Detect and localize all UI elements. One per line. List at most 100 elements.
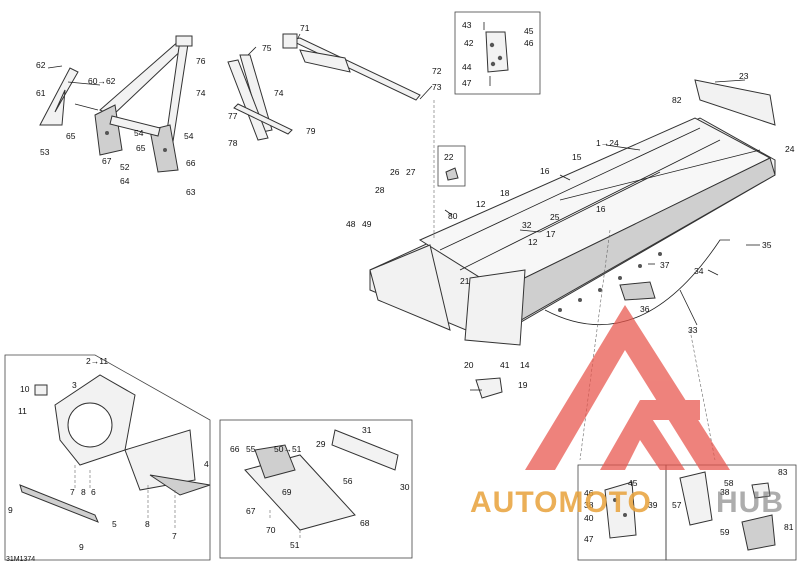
callout-12b: 12 <box>528 237 538 247</box>
upper-front-frame <box>39 35 193 173</box>
callout-63: 63 <box>186 187 196 197</box>
callout-7b: 7 <box>172 531 177 541</box>
callout-83: 83 <box>778 467 788 477</box>
callout-58: 58 <box>724 478 734 488</box>
callout-41: 41 <box>500 360 510 370</box>
callout-53: 53 <box>40 147 50 157</box>
logo-outer-triangle <box>525 305 730 470</box>
callout-69: 69 <box>282 487 292 497</box>
callout-22: 22 <box>444 152 454 162</box>
mount-a-detail <box>604 481 637 539</box>
watermark-brand-main: AUTOMOTO <box>470 486 652 519</box>
callout-31: 31 <box>362 425 372 435</box>
callout-59: 59 <box>720 527 730 537</box>
callout-24: 24 <box>785 144 795 154</box>
bracket-detail <box>483 22 509 86</box>
callout-29: 29 <box>316 439 326 449</box>
callout-60-62: 60→62 <box>88 76 116 86</box>
callout-77: 77 <box>228 111 238 121</box>
callout-27: 27 <box>406 167 416 177</box>
callout-70: 70 <box>266 525 276 535</box>
callout-17: 17 <box>546 229 556 239</box>
callout-45b: 45 <box>628 478 638 488</box>
callout-12: 12 <box>476 199 486 209</box>
inset-bracket-box <box>454 11 541 95</box>
callout-43: 43 <box>462 20 472 30</box>
callout-21: 21 <box>460 276 470 286</box>
callout-5: 5 <box>112 519 117 529</box>
callout-47b: 47 <box>584 534 594 544</box>
logo-bar <box>640 400 700 420</box>
callout-82: 82 <box>672 95 682 105</box>
callout-6: 6 <box>91 487 96 497</box>
callout-11: 11 <box>18 406 27 416</box>
callout-1-24: 1→24 <box>596 138 619 148</box>
leader-lines <box>47 33 760 461</box>
callout-32: 32 <box>522 220 532 230</box>
callout-40: 40 <box>584 513 594 523</box>
callout-50-51: 50→51 <box>274 444 302 454</box>
front-frame-detail <box>19 374 211 530</box>
mount-b-detail <box>679 471 776 551</box>
main-chassis <box>369 79 776 399</box>
inset-mount-b-box <box>665 464 797 561</box>
callout-65b: 65 <box>136 143 146 153</box>
callout-74: 74 <box>196 88 206 98</box>
callout-76: 76 <box>196 56 206 66</box>
callout-4: 4 <box>204 459 209 469</box>
callout-54b: 54 <box>184 131 194 141</box>
callout-49: 49 <box>362 219 372 229</box>
callout-67: 67 <box>102 156 112 166</box>
watermark-logo <box>525 305 730 470</box>
callout-9b: 9 <box>79 542 84 552</box>
callout-51: 51 <box>290 540 300 550</box>
callout-44: 44 <box>462 62 472 72</box>
callout-36: 36 <box>640 304 650 314</box>
callout-65: 65 <box>66 131 76 141</box>
callout-18: 18 <box>500 188 510 198</box>
logo-inner-triangle <box>600 400 685 470</box>
callout-47: 47 <box>462 78 472 88</box>
callout-71: 71 <box>300 23 310 33</box>
callout-34: 34 <box>694 266 704 276</box>
callout-38: 38 <box>584 500 594 510</box>
callout-57: 57 <box>672 500 682 510</box>
callout-55: 55 <box>246 444 256 454</box>
callout-25: 25 <box>550 212 560 222</box>
callout-66b: 66 <box>230 444 240 454</box>
inset-clip-box <box>437 145 466 187</box>
callout-80: 80 <box>448 211 458 221</box>
callout-9: 9 <box>8 505 13 515</box>
callout-68: 68 <box>360 518 370 528</box>
callout-45: 45 <box>524 26 534 36</box>
callout-46b: 46 <box>584 488 594 498</box>
callout-16b: 16 <box>596 204 606 214</box>
callout-35: 35 <box>762 240 772 250</box>
callout-23: 23 <box>739 71 749 81</box>
watermark-brand-end: HUB <box>716 486 784 519</box>
callout-38b: 38 <box>720 487 730 497</box>
callout-15: 15 <box>572 152 582 162</box>
callout-66: 66 <box>186 158 196 168</box>
callout-48: 48 <box>346 219 356 229</box>
callout-64: 64 <box>120 176 130 186</box>
callout-labels: 2→11 50→51 1→24 60→62 3 4 5 6 7 7 8 8 9 … <box>8 20 795 552</box>
inset-front-frame-box <box>4 354 211 561</box>
callout-62: 62 <box>36 60 46 70</box>
callout-67b: 67 <box>246 506 256 516</box>
callout-39: 39 <box>648 500 658 510</box>
callout-28: 28 <box>375 185 385 195</box>
callout-20: 20 <box>464 360 474 370</box>
callout-52: 52 <box>120 162 130 172</box>
inset-lower-panel-box <box>219 419 413 559</box>
callout-14: 14 <box>520 360 530 370</box>
callout-75: 75 <box>262 43 272 53</box>
figure-ref-code: 31M1374 <box>6 556 35 563</box>
callout-30: 30 <box>400 482 410 492</box>
callout-26: 26 <box>390 167 400 177</box>
callout-79: 79 <box>306 126 316 136</box>
callout-8: 8 <box>81 487 86 497</box>
callout-7: 7 <box>70 487 75 497</box>
